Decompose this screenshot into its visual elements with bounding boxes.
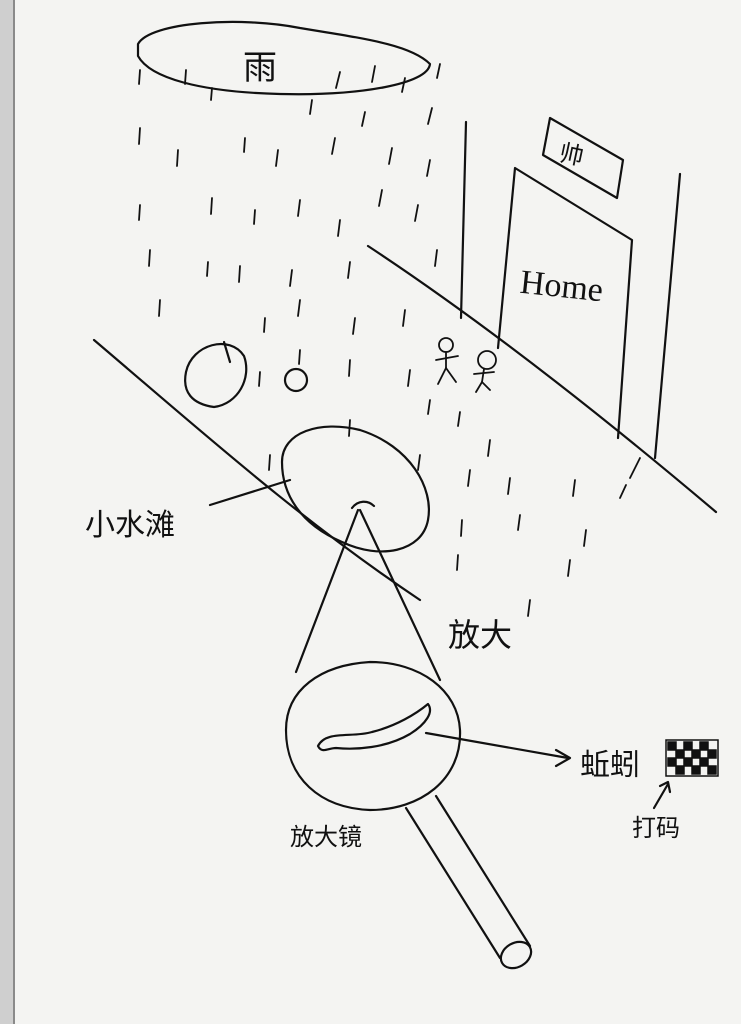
worm — [316, 702, 432, 752]
door-sign — [541, 116, 625, 200]
magnifier-handle — [404, 794, 532, 960]
mosaic-arrow — [652, 782, 670, 810]
cloud-label: 雨 — [243, 48, 277, 88]
zoom-cone-left — [294, 508, 360, 674]
house-corner — [653, 172, 682, 460]
zoom-label: 放大 — [448, 616, 513, 654]
zoom-cone-right — [358, 508, 442, 682]
puddle-label: 小水滩 — [85, 508, 175, 543]
worm-label: 蚯蚓 — [580, 748, 640, 783]
rain — [138, 63, 641, 617]
cloud — [136, 20, 432, 96]
paper-edge — [0, 0, 14, 1024]
mosaic-label: 打码 — [632, 814, 680, 842]
magnifier-lens — [284, 660, 462, 812]
pebble-large — [184, 342, 248, 409]
curb-upper — [366, 244, 718, 514]
puddle-leader — [208, 478, 292, 507]
worm-arrow — [424, 731, 570, 760]
stick-figures — [435, 337, 497, 393]
mosaic-block — [665, 739, 719, 777]
curb-lower — [92, 338, 422, 602]
magnifier-label: 放大镜 — [290, 823, 362, 851]
puddle — [280, 425, 430, 553]
door — [496, 166, 634, 440]
wall-edge — [459, 120, 468, 320]
pebble-small — [283, 367, 309, 393]
